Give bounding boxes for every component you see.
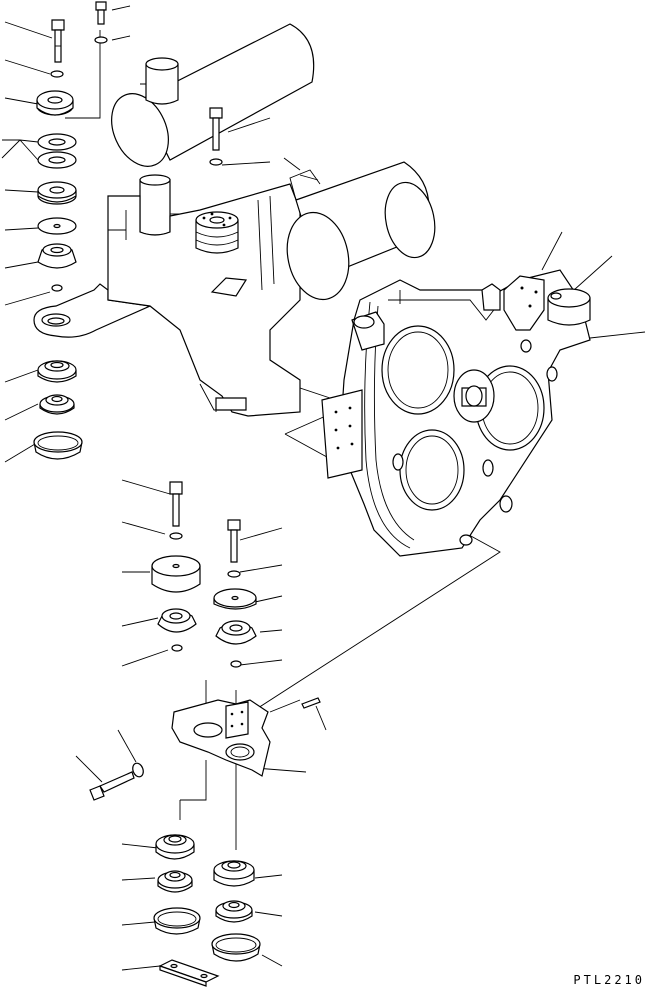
rubber-mount-8 — [158, 871, 192, 892]
rubber-mount-1 — [38, 244, 76, 268]
bolt-2 — [96, 2, 106, 24]
washer-small-4 — [170, 533, 182, 539]
bolt-3 — [170, 482, 182, 526]
rubber-mount-2 — [38, 361, 76, 382]
washer-small-7 — [231, 661, 241, 667]
bolt-4 — [228, 520, 240, 562]
washer-small-5 — [228, 571, 240, 577]
transmission-case — [322, 270, 590, 556]
side-bolt — [90, 762, 145, 800]
washer-small-2 — [51, 71, 63, 77]
rubber-mount-7 — [214, 861, 254, 886]
washer-small-1 — [95, 37, 107, 43]
support-bracket-left — [34, 284, 150, 337]
rubber-mount-4 — [158, 609, 196, 632]
engine-housing — [101, 24, 442, 416]
bore-lower — [400, 430, 464, 510]
rubber-mount-3 — [40, 395, 74, 414]
rubber-mount-5 — [216, 621, 256, 644]
bolt-1 — [52, 20, 64, 62]
coupling — [196, 212, 238, 253]
small-block — [212, 278, 246, 296]
lower-bracket — [172, 700, 270, 776]
plate-2 — [38, 182, 76, 204]
flat-disc — [214, 589, 256, 609]
cup-2 — [154, 908, 200, 934]
shim-pair — [38, 134, 76, 168]
bore-large-left — [382, 326, 454, 414]
washer-small-3 — [52, 285, 62, 291]
lower-mount-stack — [90, 482, 320, 986]
center-hub — [454, 370, 494, 422]
center-bolt — [210, 108, 222, 165]
top-right-cylinder — [548, 289, 590, 325]
round-pad — [152, 556, 200, 592]
rubber-mount-9 — [216, 901, 252, 922]
pin — [302, 698, 320, 708]
rubber-mount-6 — [156, 835, 194, 859]
cup-3 — [212, 934, 260, 961]
washer-small-6 — [172, 645, 182, 651]
disc — [38, 218, 76, 234]
flat-bar — [160, 960, 218, 986]
plate-1 — [37, 91, 73, 115]
drawing-code: PTL2210 — [573, 973, 645, 987]
upper-left-mount-stack — [34, 2, 150, 459]
cup — [34, 432, 82, 459]
leader-lines — [2, 6, 645, 970]
